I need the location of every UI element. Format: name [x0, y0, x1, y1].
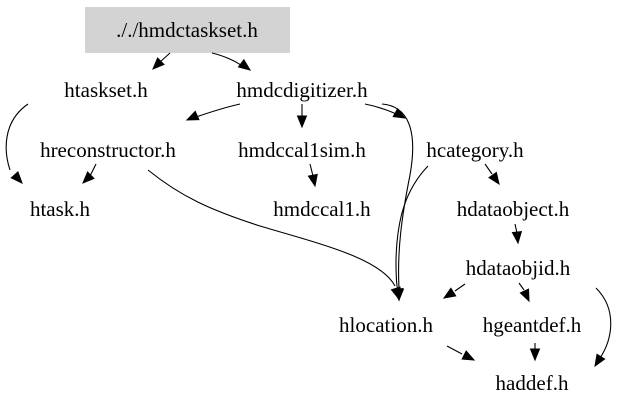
arrowhead-hdataobjid-to-hgeantdef	[519, 288, 530, 303]
edge-hdataobjid-to-haddef	[595, 287, 612, 359]
arrowhead-hcategory-to-hdataobject	[488, 171, 500, 186]
arrowhead-hmdcdigitizer-to-hmdccal1sim	[296, 115, 308, 129]
arrowhead-hdataobject-to-hdataobjid	[511, 231, 523, 245]
edge-root-to-htaskset	[159, 52, 171, 63]
arrowhead-root-to-hmdcdigitizer	[237, 58, 252, 71]
arrowhead-hmdcdigitizer-to-hcategory	[392, 107, 407, 119]
arrowhead-root-to-htaskset	[152, 57, 165, 70]
node-hdataobjid[interactable]: hdataobjid.h	[465, 256, 571, 280]
edge-hcategory-to-hdataobject	[484, 163, 493, 175]
arrowhead-hdataobjid-to-haddef	[594, 353, 606, 368]
node-haddef[interactable]: haddef.h	[495, 371, 569, 395]
node-hreconstructor[interactable]: hreconstructor.h	[40, 138, 176, 162]
arrowhead-hmdccal1sim-to-hmdccal1	[307, 173, 318, 188]
edge-hreconstructor-to-hlocation	[147, 169, 396, 287]
arrowhead-hgeantdef-to-haddef	[529, 348, 541, 362]
arrowhead-hcategory-to-hlocation	[392, 288, 404, 302]
node-htask[interactable]: htask.h	[29, 197, 91, 221]
node-htaskset[interactable]: htaskset.h	[64, 78, 148, 102]
node-hmdccal1sim[interactable]: hmdccal1sim.h	[238, 138, 366, 162]
edge-htaskset-to-htask	[5, 103, 29, 171]
edge-hdataobject-to-hdataobjid	[514, 223, 518, 234]
edge-hdataobjid-to-hgeantdef	[518, 282, 525, 291]
node-root[interactable]: ././hmdctaskset.h	[116, 18, 258, 42]
node-hmdccal1[interactable]: hmdccal1.h	[273, 197, 371, 221]
node-hdataobject[interactable]: hdataobject.h	[456, 197, 570, 221]
edge-hdataobjid-to-hlocation	[454, 283, 466, 292]
node-hcategory[interactable]: hcategory.h	[426, 138, 524, 162]
edge-hmdccal1sim-to-hmdccal1	[309, 163, 314, 177]
arrowhead-hmdcdigitizer-to-hreconstructor	[185, 110, 200, 121]
arrowhead-hdataobjid-to-hlocation	[442, 287, 457, 299]
arrowhead-hreconstructor-to-htask	[82, 171, 95, 184]
edge-hcategory-to-hlocation	[395, 165, 429, 291]
edge-root-to-hmdcdigitizer	[211, 52, 243, 67]
arrowhead-hlocation-to-haddef	[461, 350, 476, 361]
edge-hmdcdigitizer-to-hreconstructor	[195, 103, 241, 118]
arrowhead-htaskset-to-htask	[10, 170, 23, 184]
edge-hlocation-to-haddef	[446, 345, 463, 355]
node-hgeantdef[interactable]: hgeantdef.h	[482, 313, 582, 337]
edge-hreconstructor-to-htask	[89, 163, 97, 177]
root-node-box[interactable]	[85, 7, 290, 53]
node-hlocation[interactable]: hlocation.h	[339, 313, 433, 337]
edge-hmdcdigitizer-to-hlocation	[381, 103, 414, 289]
node-hmdcdigitizer[interactable]: hmdcdigitizer.h	[236, 78, 368, 102]
